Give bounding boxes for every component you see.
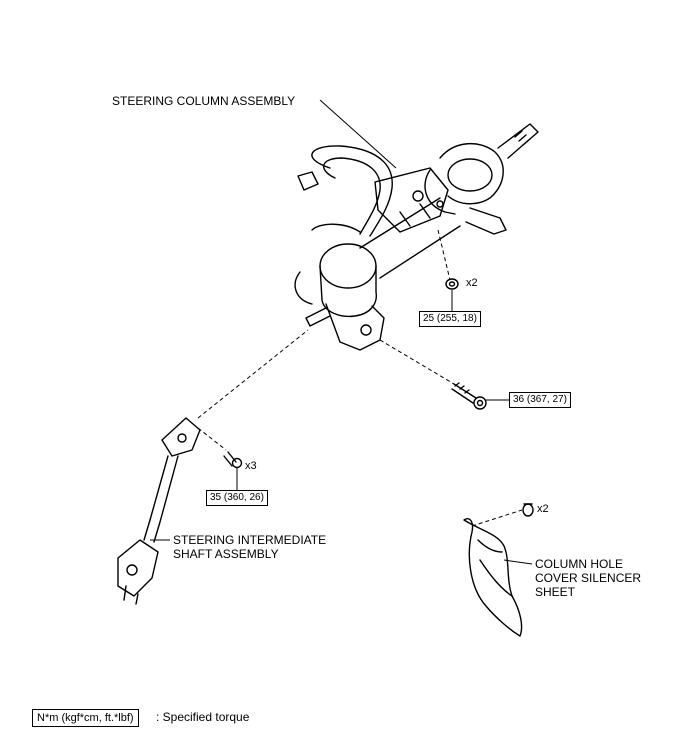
shaft-bolt-drawing (223, 451, 243, 469)
leader-steering-column (319, 99, 397, 169)
clip-quantity-label: x2 (537, 503, 549, 515)
shaft-bolt-quantity-label: x3 (245, 460, 257, 472)
column-hole-cover-line1: COLUMN HOLE (535, 557, 624, 571)
torque-unit-legend-box: N*m (kgf*cm, ft.*lbf) (32, 709, 139, 727)
steering-intermediate-shaft-line2: SHAFT ASSEMBLY (173, 547, 279, 561)
column-hole-cover-line2: COVER SILENCER (535, 571, 642, 585)
silencer-sheet-drawing (463, 518, 523, 637)
steering-intermediate-shaft-line1: STEERING INTERMEDIATE (173, 533, 327, 547)
steering-intermediate-shaft-label: STEERING INTERMEDIATE SHAFT ASSEMBLY (173, 533, 326, 561)
column-nut-drawing (445, 278, 459, 290)
nut-quantity-label: x2 (466, 277, 478, 289)
assembly-line-nut (437, 229, 451, 281)
steering-column-assembly-label: STEERING COLUMN ASSEMBLY (112, 94, 296, 108)
assembly-line-bolt-to-shaft (197, 427, 227, 451)
assembly-line-shaft-to-column (197, 329, 309, 419)
assembly-line-clip (471, 509, 523, 527)
torque-legend-description: : Specified torque (156, 710, 250, 724)
shaft-bolt-torque-box: 35 (360, 26) (206, 490, 268, 506)
assembly-line-column-bolt (379, 339, 455, 385)
clip-drawing (522, 503, 534, 517)
column-bolt-drawing (451, 382, 487, 410)
column-bolt-torque-box: 36 (367, 27) (509, 392, 571, 408)
nut-torque-box: 25 (255, 18) (419, 311, 481, 327)
steering-column-drawing (294, 123, 539, 351)
intermediate-shaft-drawing (117, 417, 201, 605)
column-hole-cover-line3: SHEET (535, 585, 576, 599)
leader-silencer-sheet (503, 559, 533, 565)
column-hole-cover-label: COLUMN HOLE COVER SILENCER SHEET (535, 557, 641, 599)
